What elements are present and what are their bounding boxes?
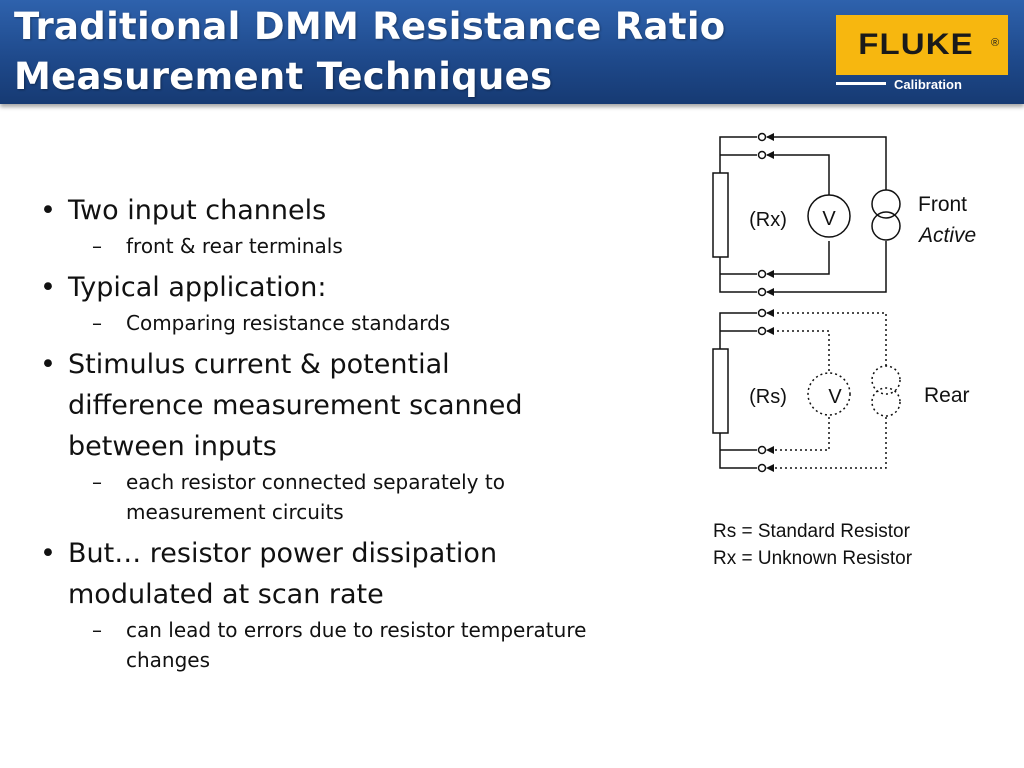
title-line-2: Measurement Techniques: [14, 55, 553, 98]
front-terminal: [757, 150, 767, 160]
front-current-lead: [766, 241, 887, 296]
sub-bullet-item: –front & rear terminals: [92, 234, 343, 258]
front-resistor: [712, 172, 729, 258]
rear-current-source: [871, 365, 901, 395]
circuit-diagram: (Rx) V Front Active (Rs) V Rear: [712, 132, 976, 473]
title-line-1: Traditional DMM Resistance Ratio: [14, 5, 726, 48]
front-current-lead: [766, 133, 887, 205]
front-sense-lead: [766, 151, 830, 195]
rear-terminal: [757, 326, 767, 336]
front-voltmeter: [807, 194, 851, 238]
front-wire: [719, 136, 757, 173]
bullet-item: •Typical application:: [40, 272, 327, 303]
rear-meter-label: V: [828, 386, 842, 408]
logo-underline: [836, 82, 886, 85]
front-terminal: [757, 132, 767, 142]
rear-wire: [719, 312, 757, 349]
rear-voltmeter: [807, 372, 851, 416]
front-current-source: [871, 189, 901, 219]
legend-rx: Rx = Unknown Resistor: [713, 548, 913, 569]
title-bar: Traditional DMM Resistance Ratio Measure…: [0, 0, 1024, 104]
rear-current-lead: [766, 417, 887, 472]
front-label: Front: [918, 193, 967, 216]
rear-sense-lead: [766, 327, 830, 371]
rear-current-source: [871, 387, 901, 417]
front-circuit: [712, 132, 901, 297]
rear-terminal: [757, 445, 767, 455]
logo-subtitle: Calibration: [894, 77, 962, 92]
front-wire: [719, 257, 757, 293]
bullet-item: • But… resistor power dissipation modula…: [40, 538, 498, 610]
rear-circuit: [712, 308, 901, 473]
logo-wordmark: FLUKE: [858, 28, 974, 61]
legend-rs: Rs = Standard Resistor: [713, 521, 910, 542]
front-terminal: [757, 269, 767, 279]
rear-resistor-label: (Rs): [749, 386, 787, 408]
diagram-legend: Rs = Standard Resistor Rx = Unknown Resi…: [713, 518, 912, 572]
front-active-label: Active: [917, 224, 976, 247]
front-resistor-label: (Rx): [749, 209, 787, 231]
bullet-item: •Two input channels: [40, 195, 327, 226]
sub-bullet-item: –Comparing resistance standards: [92, 311, 451, 335]
rear-current-lead: [766, 309, 887, 381]
front-current-source: [871, 211, 901, 241]
rear-wire: [719, 433, 757, 469]
rear-terminal: [757, 308, 767, 318]
rear-resistor: [712, 348, 729, 434]
front-meter-label: V: [822, 208, 836, 230]
fluke-logo: FLUKE ®: [836, 15, 1008, 75]
front-terminal: [757, 287, 767, 297]
logo-registered-mark: ®: [991, 37, 1000, 49]
rear-sense-lead: [766, 417, 830, 454]
bullet-list: •Two input channels –front & rear termin…: [36, 190, 696, 675]
sub-bullet-item: – can lead to errors due to resistor tem…: [92, 618, 587, 672]
front-sense-lead: [766, 241, 830, 278]
bullet-item: • Stimulus current & potential differenc…: [40, 349, 523, 462]
sub-bullet-item: – each resistor connected separately to …: [92, 470, 505, 524]
rear-label: Rear: [924, 384, 970, 407]
slide-title: Traditional DMM Resistance Ratio Measure…: [14, 2, 814, 102]
rear-terminal: [757, 463, 767, 473]
